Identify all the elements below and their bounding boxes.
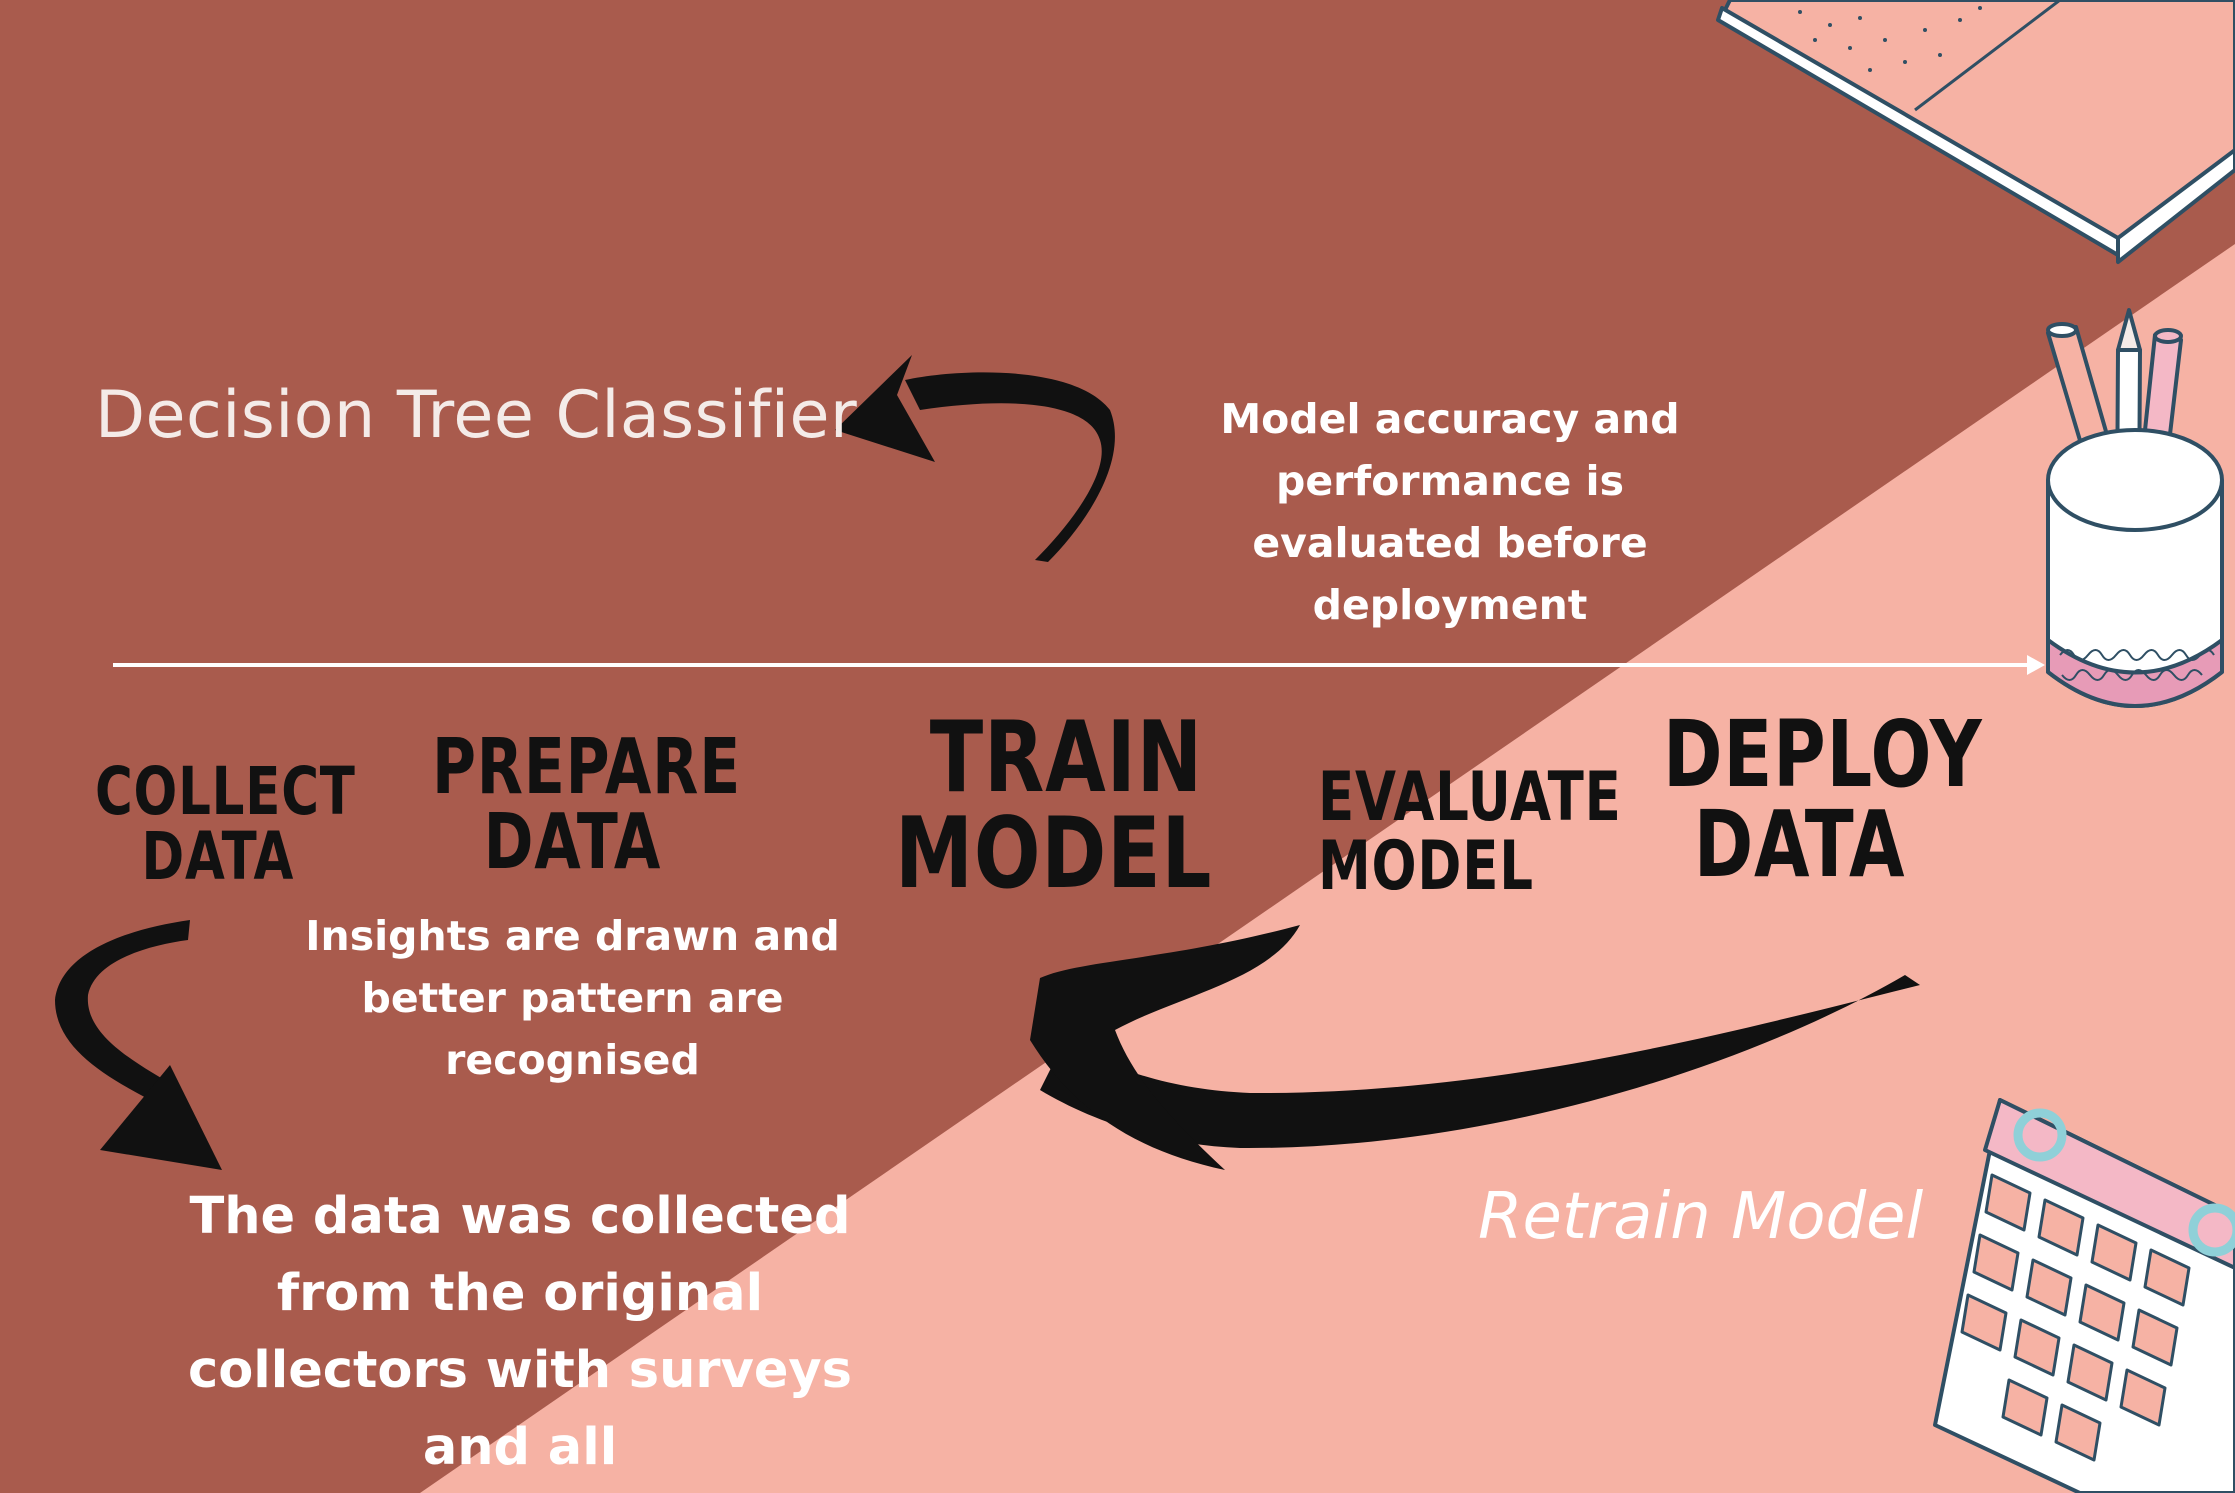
curved-arrow-down — [55, 920, 222, 1170]
stage-evaluate-model: EVALUATE MODEL — [1318, 758, 1622, 907]
calendar-illustration — [1933, 1098, 2235, 1493]
timeline-arrow — [113, 655, 2045, 675]
insights-note: Insights are drawn and better pattern ar… — [305, 912, 840, 1084]
diagram-title: Decision Tree Classifier — [95, 378, 858, 453]
stage-collect-data: COLLECT DATA — [95, 753, 356, 895]
retrain-model-label: Retrain Model — [1478, 1180, 1924, 1254]
collection-note: The data was collected from the original… — [187, 1187, 853, 1477]
book-illustration — [1716, 0, 2235, 264]
evaluation-note: Model accuracy and performance is evalua… — [1220, 395, 1680, 629]
stage-train-model: TRAIN MODEL — [895, 701, 1213, 912]
stage-deploy-data: DEPLOY DATA — [1663, 701, 1983, 899]
retrain-arrow — [1030, 925, 1920, 1170]
curved-arrow-to-title — [835, 355, 1115, 562]
pencil-cup-illustration — [2046, 308, 2224, 708]
stage-prepare-data: PREPARE DATA — [432, 723, 742, 888]
light-diagonal-band — [420, 244, 2235, 1493]
